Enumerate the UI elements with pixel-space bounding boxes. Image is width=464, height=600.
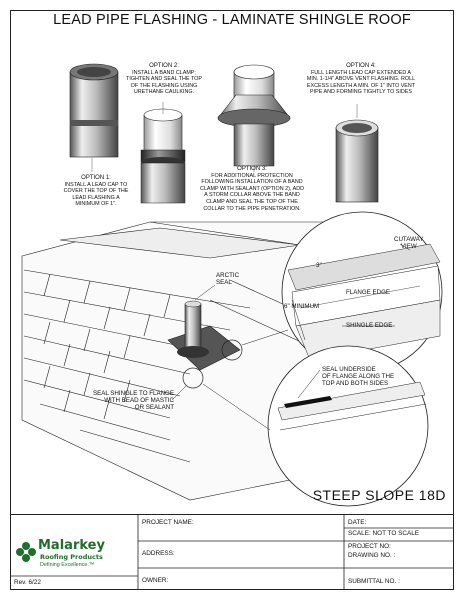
cutaway-detail-circle [281, 211, 443, 373]
logo-tagline: Defining Excellence.™ [40, 562, 95, 568]
drawing-title: LEAD PIPE FLASHING - LAMINATE SHINGLE RO… [53, 12, 411, 28]
drawing-no-field: DRAWING NO. : [348, 552, 396, 559]
revision-label: Rev. 6/22 [14, 579, 41, 586]
option-4-text: OPTION 4: FULL LENGTH LEAD CAP EXTENDED … [306, 63, 416, 96]
option2-pipe-illustration [140, 108, 186, 204]
underside-detail-circle [267, 345, 429, 507]
three-inch-label: 3" [316, 262, 322, 269]
date-field: DATE: [348, 519, 367, 526]
option3-pipe-illustration [217, 64, 291, 167]
flange-edge-callout: FLANGE EDGE [346, 289, 391, 296]
detail-number-label: STEEP SLOPE 18D [312, 487, 446, 503]
option4-pipe-illustration [335, 119, 379, 203]
logo-subtitle: Roofing Products [40, 553, 103, 561]
title-block: PROJECT NAME: ADDRESS: OWNER: DATE: SCAL… [10, 514, 454, 591]
address-field: ADDRESS: [142, 550, 175, 557]
scale-field: SCALE: NOT TO SCALE [348, 530, 420, 537]
project-no-field: PROJECT NO: [348, 543, 391, 550]
option-2-text: OPTION 2: INSTALL A BAND CLAMP;TIGHTEN A… [126, 63, 202, 96]
project-name-field: PROJECT NAME: [142, 519, 194, 526]
roof-pipe-flashing [167, 300, 243, 389]
drawing-sheet-border [10, 10, 454, 590]
logo-mark-icon [16, 542, 36, 562]
owner-field: OWNER: [142, 577, 169, 584]
option1-pipe-illustration [69, 63, 119, 158]
six-inch-minimum-label: 6" MINIMUM [284, 303, 320, 310]
logo-wordmark: Malarkey [38, 538, 105, 553]
submittal-no-field: SUBMITTAL NO. : [348, 578, 400, 585]
shingle-edge-callout: SHINGLE EDGE [346, 322, 393, 329]
